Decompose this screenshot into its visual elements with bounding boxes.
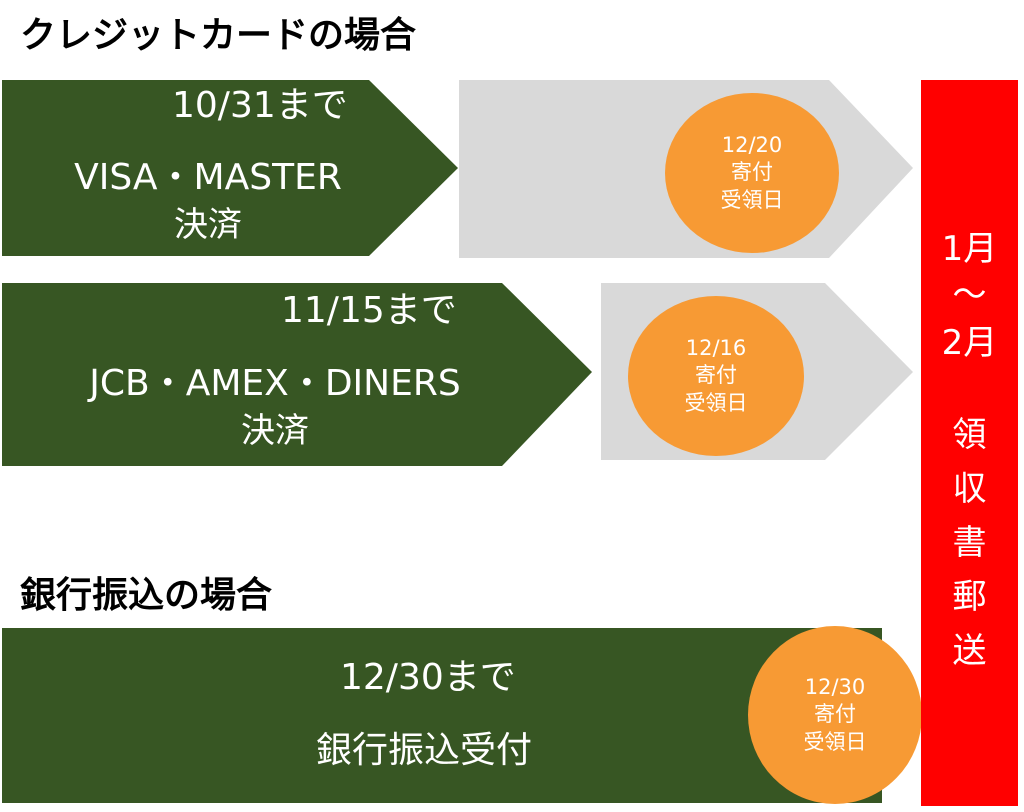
mailing-char-4: 郵 — [952, 577, 987, 617]
bank-receipt-label2: 受領日 — [803, 729, 867, 754]
row1-method-sub: 決済 — [174, 205, 242, 245]
row2-method: JCB・AMEX・DINERS — [89, 363, 461, 404]
bank-green-bar — [2, 628, 882, 803]
receipt-mailing-bar — [921, 80, 1018, 806]
row2-receipt-circle: 12/16 寄付 受領日 — [628, 296, 804, 456]
row2-green-arrow — [2, 283, 592, 466]
mailing-month-start: 1月 — [941, 229, 998, 269]
bank-receipt-date: 12/30 — [804, 675, 866, 700]
row2-receipt-label2: 受領日 — [684, 390, 748, 415]
bank-receipt-label1: 寄付 — [814, 702, 856, 727]
bank-receipt-circle: 12/30 寄付 受領日 — [748, 626, 922, 804]
mailing-month-end: 2月 — [941, 323, 998, 363]
row2-receipt-label1: 寄付 — [695, 363, 737, 388]
mailing-char-3: 書 — [952, 523, 987, 563]
row1-receipt-label1: 寄付 — [731, 160, 773, 185]
bank-deadline: 12/30まで — [340, 657, 516, 698]
row1-receipt-label2: 受領日 — [720, 187, 784, 212]
credit-card-heading: クレジットカードの場合 — [20, 15, 417, 56]
row1-method: VISA・MASTER — [74, 157, 342, 198]
row1-deadline: 10/31まで — [172, 85, 348, 126]
row1-receipt-date: 12/20 — [721, 133, 783, 158]
row2-deadline: 11/15まで — [281, 290, 457, 331]
mailing-tilde: 〜 — [952, 275, 987, 315]
bank-transfer-heading: 銀行振込の場合 — [20, 575, 273, 616]
mailing-char-2: 収 — [952, 469, 987, 509]
mailing-char-1: 領 — [952, 415, 987, 455]
row2-method-sub: 決済 — [241, 411, 309, 451]
row2-receipt-date: 12/16 — [685, 336, 747, 361]
row1-green-arrow — [2, 80, 458, 256]
row1-receipt-circle: 12/20 寄付 受領日 — [665, 93, 839, 253]
bank-method: 銀行振込受付 — [316, 730, 533, 771]
mailing-char-5: 送 — [952, 631, 987, 671]
